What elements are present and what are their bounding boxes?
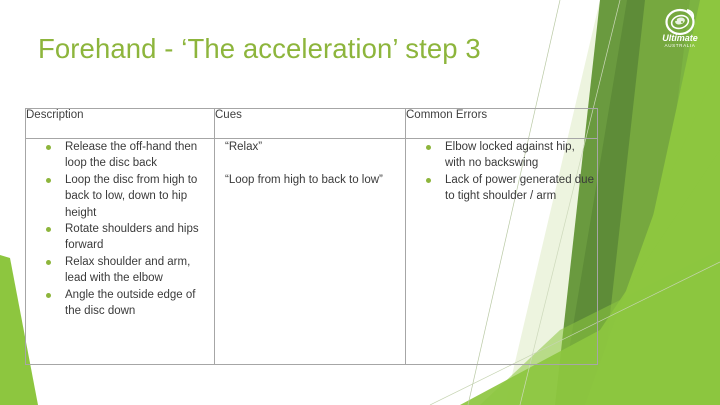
- cue-text: “Loop from high to back to low”: [225, 173, 383, 186]
- logo-secondary-text: AUSTRALIA: [665, 43, 696, 48]
- cell-common-errors: Elbow locked against hip, with no backsw…: [405, 138, 598, 365]
- cue-spacer: [215, 155, 405, 171]
- list-item: Release the off-hand then loop the disc …: [26, 139, 214, 172]
- ultimate-australia-logo: Ultimate AUSTRALIA: [662, 8, 698, 48]
- page-title: Forehand - ‘The acceleration’ step 3: [38, 33, 481, 64]
- logo-primary-text: Ultimate: [662, 33, 698, 43]
- list-item: Relax shoulder and arm, lead with the el…: [26, 254, 214, 287]
- column-header-description: Description: [25, 108, 215, 139]
- list-item: Elbow locked against hip, with no backsw…: [406, 139, 597, 172]
- table-header-row: Description Cues Common Errors: [25, 108, 598, 139]
- cell-description: Release the off-hand then loop the disc …: [25, 138, 215, 365]
- list-item: Lack of power generated due to tight sho…: [406, 172, 597, 205]
- cue-text: “Relax”: [225, 141, 263, 153]
- column-header-cues: Cues: [214, 108, 406, 139]
- technique-table: Description Cues Common Errors Release t…: [25, 108, 598, 365]
- logo-disc-icon: [665, 8, 695, 36]
- list-item: Angle the outside edge of the disc down: [26, 287, 214, 320]
- column-header-common-errors: Common Errors: [405, 108, 598, 139]
- list-item: Rotate shoulders and hips forward: [26, 221, 214, 254]
- description-bullet-list: Release the off-hand then loop the disc …: [26, 139, 214, 319]
- cell-cues: “Relax” “Loop from high to back to low”: [214, 138, 406, 365]
- decor-right-lime-lower: [585, 60, 720, 405]
- decor-right-mid-green: [600, 0, 720, 405]
- decor-right-lime-front: [612, 0, 720, 405]
- common-errors-bullet-list: Elbow locked against hip, with no backsw…: [406, 139, 597, 205]
- decor-right-leaf: [640, 0, 720, 405]
- table-body-row: Release the off-hand then loop the disc …: [25, 138, 598, 365]
- list-item: Loop the disc from high to back to low, …: [26, 172, 214, 221]
